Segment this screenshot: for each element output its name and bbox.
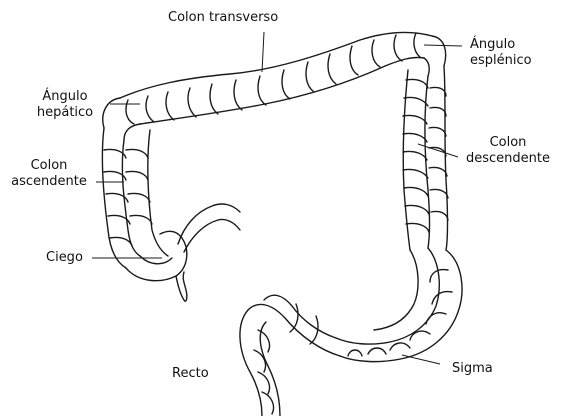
- leader-sigma: [402, 355, 440, 364]
- descending-colon-inner: [425, 76, 430, 248]
- leader-descendente: [418, 144, 458, 157]
- label-colon-ascendente: Colon ascendente: [4, 158, 94, 190]
- label-recto: Recto: [172, 366, 209, 382]
- label-sigma: Sigma: [452, 361, 493, 377]
- leader-esplenico: [424, 45, 462, 46]
- sigmoid-colon-inner: [336, 248, 439, 344]
- label-angulo-esplenico-line1: Ángulo: [470, 37, 532, 53]
- label-colon-descendente-line2: descendente: [458, 151, 558, 167]
- label-colon-ascendente-line1: Colon: [4, 158, 94, 174]
- cecum-outline: [126, 231, 187, 280]
- label-ciego: Ciego: [46, 250, 83, 266]
- leader-transverso: [262, 32, 264, 72]
- label-angulo-esplenico: Ángulo esplénico: [470, 37, 532, 69]
- label-angulo-hepatico-line1: Ángulo: [20, 89, 110, 105]
- label-colon-transverso: Colon transverso: [168, 10, 278, 26]
- label-colon-descendente-line1: Colon: [458, 135, 558, 151]
- label-angulo-hepatico-line2: hepático: [20, 105, 110, 121]
- rectum-outline: [240, 304, 340, 416]
- label-angulo-esplenico-line2: esplénico: [470, 53, 532, 69]
- label-angulo-hepatico: Ángulo hepático: [20, 89, 110, 121]
- label-colon-ascendente-line2: ascendente: [4, 174, 94, 190]
- appendix: [176, 272, 187, 301]
- label-colon-descendente: Colon descendente: [458, 135, 558, 167]
- transverse-colon-inner: [140, 57, 424, 124]
- sigmoid-colon-outline: [340, 250, 462, 362]
